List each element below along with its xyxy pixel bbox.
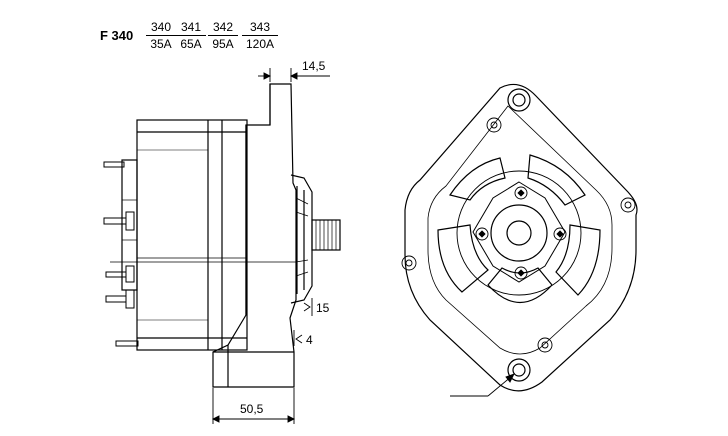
variant-current: 120A [245, 37, 275, 51]
leader-line [450, 373, 515, 397]
variant-code: 342 [208, 20, 238, 36]
hub-ring-outer [456, 170, 582, 296]
dimension-label-front: 15 [316, 301, 330, 315]
screws [401, 117, 636, 353]
terminal-studs [103, 161, 139, 347]
variant-current: 95A [212, 37, 234, 51]
variant-current: 65A [180, 37, 202, 51]
hub-boss [490, 204, 548, 262]
variant-code: 340 [146, 20, 176, 36]
dimension-label-flange: 14,5 [302, 59, 326, 73]
variant-code: 341 [176, 20, 206, 36]
variant-341: 341 65A [176, 20, 206, 51]
vent-windows [437, 154, 601, 304]
hub-bore [506, 220, 532, 246]
variant-342: 342 95A [208, 20, 238, 51]
mount-holes [507, 88, 531, 382]
regulator-housing [121, 159, 138, 291]
hub-bolts [475, 186, 567, 280]
dimension-label-foot: 4 [306, 333, 313, 347]
mount-flange [212, 83, 297, 388]
pulley [290, 174, 341, 304]
variant-code: 343 [242, 20, 278, 36]
dimension-foot [293, 330, 303, 346]
model-title: F 340 [100, 28, 134, 43]
housing-outline [404, 83, 638, 392]
variant-343: 343 120A [242, 20, 278, 51]
shaft [311, 219, 341, 251]
dimension-label-width: 50,5 [240, 402, 264, 416]
main-body [136, 119, 248, 351]
variant-340: 340 35A [146, 20, 176, 51]
dimension-front [303, 298, 313, 316]
front-view [401, 83, 638, 397]
rotor-star [472, 181, 566, 283]
side-view [103, 68, 341, 424]
dimension-width [211, 388, 296, 424]
dimension-flange [258, 68, 330, 82]
variant-current: 35A [150, 37, 172, 51]
